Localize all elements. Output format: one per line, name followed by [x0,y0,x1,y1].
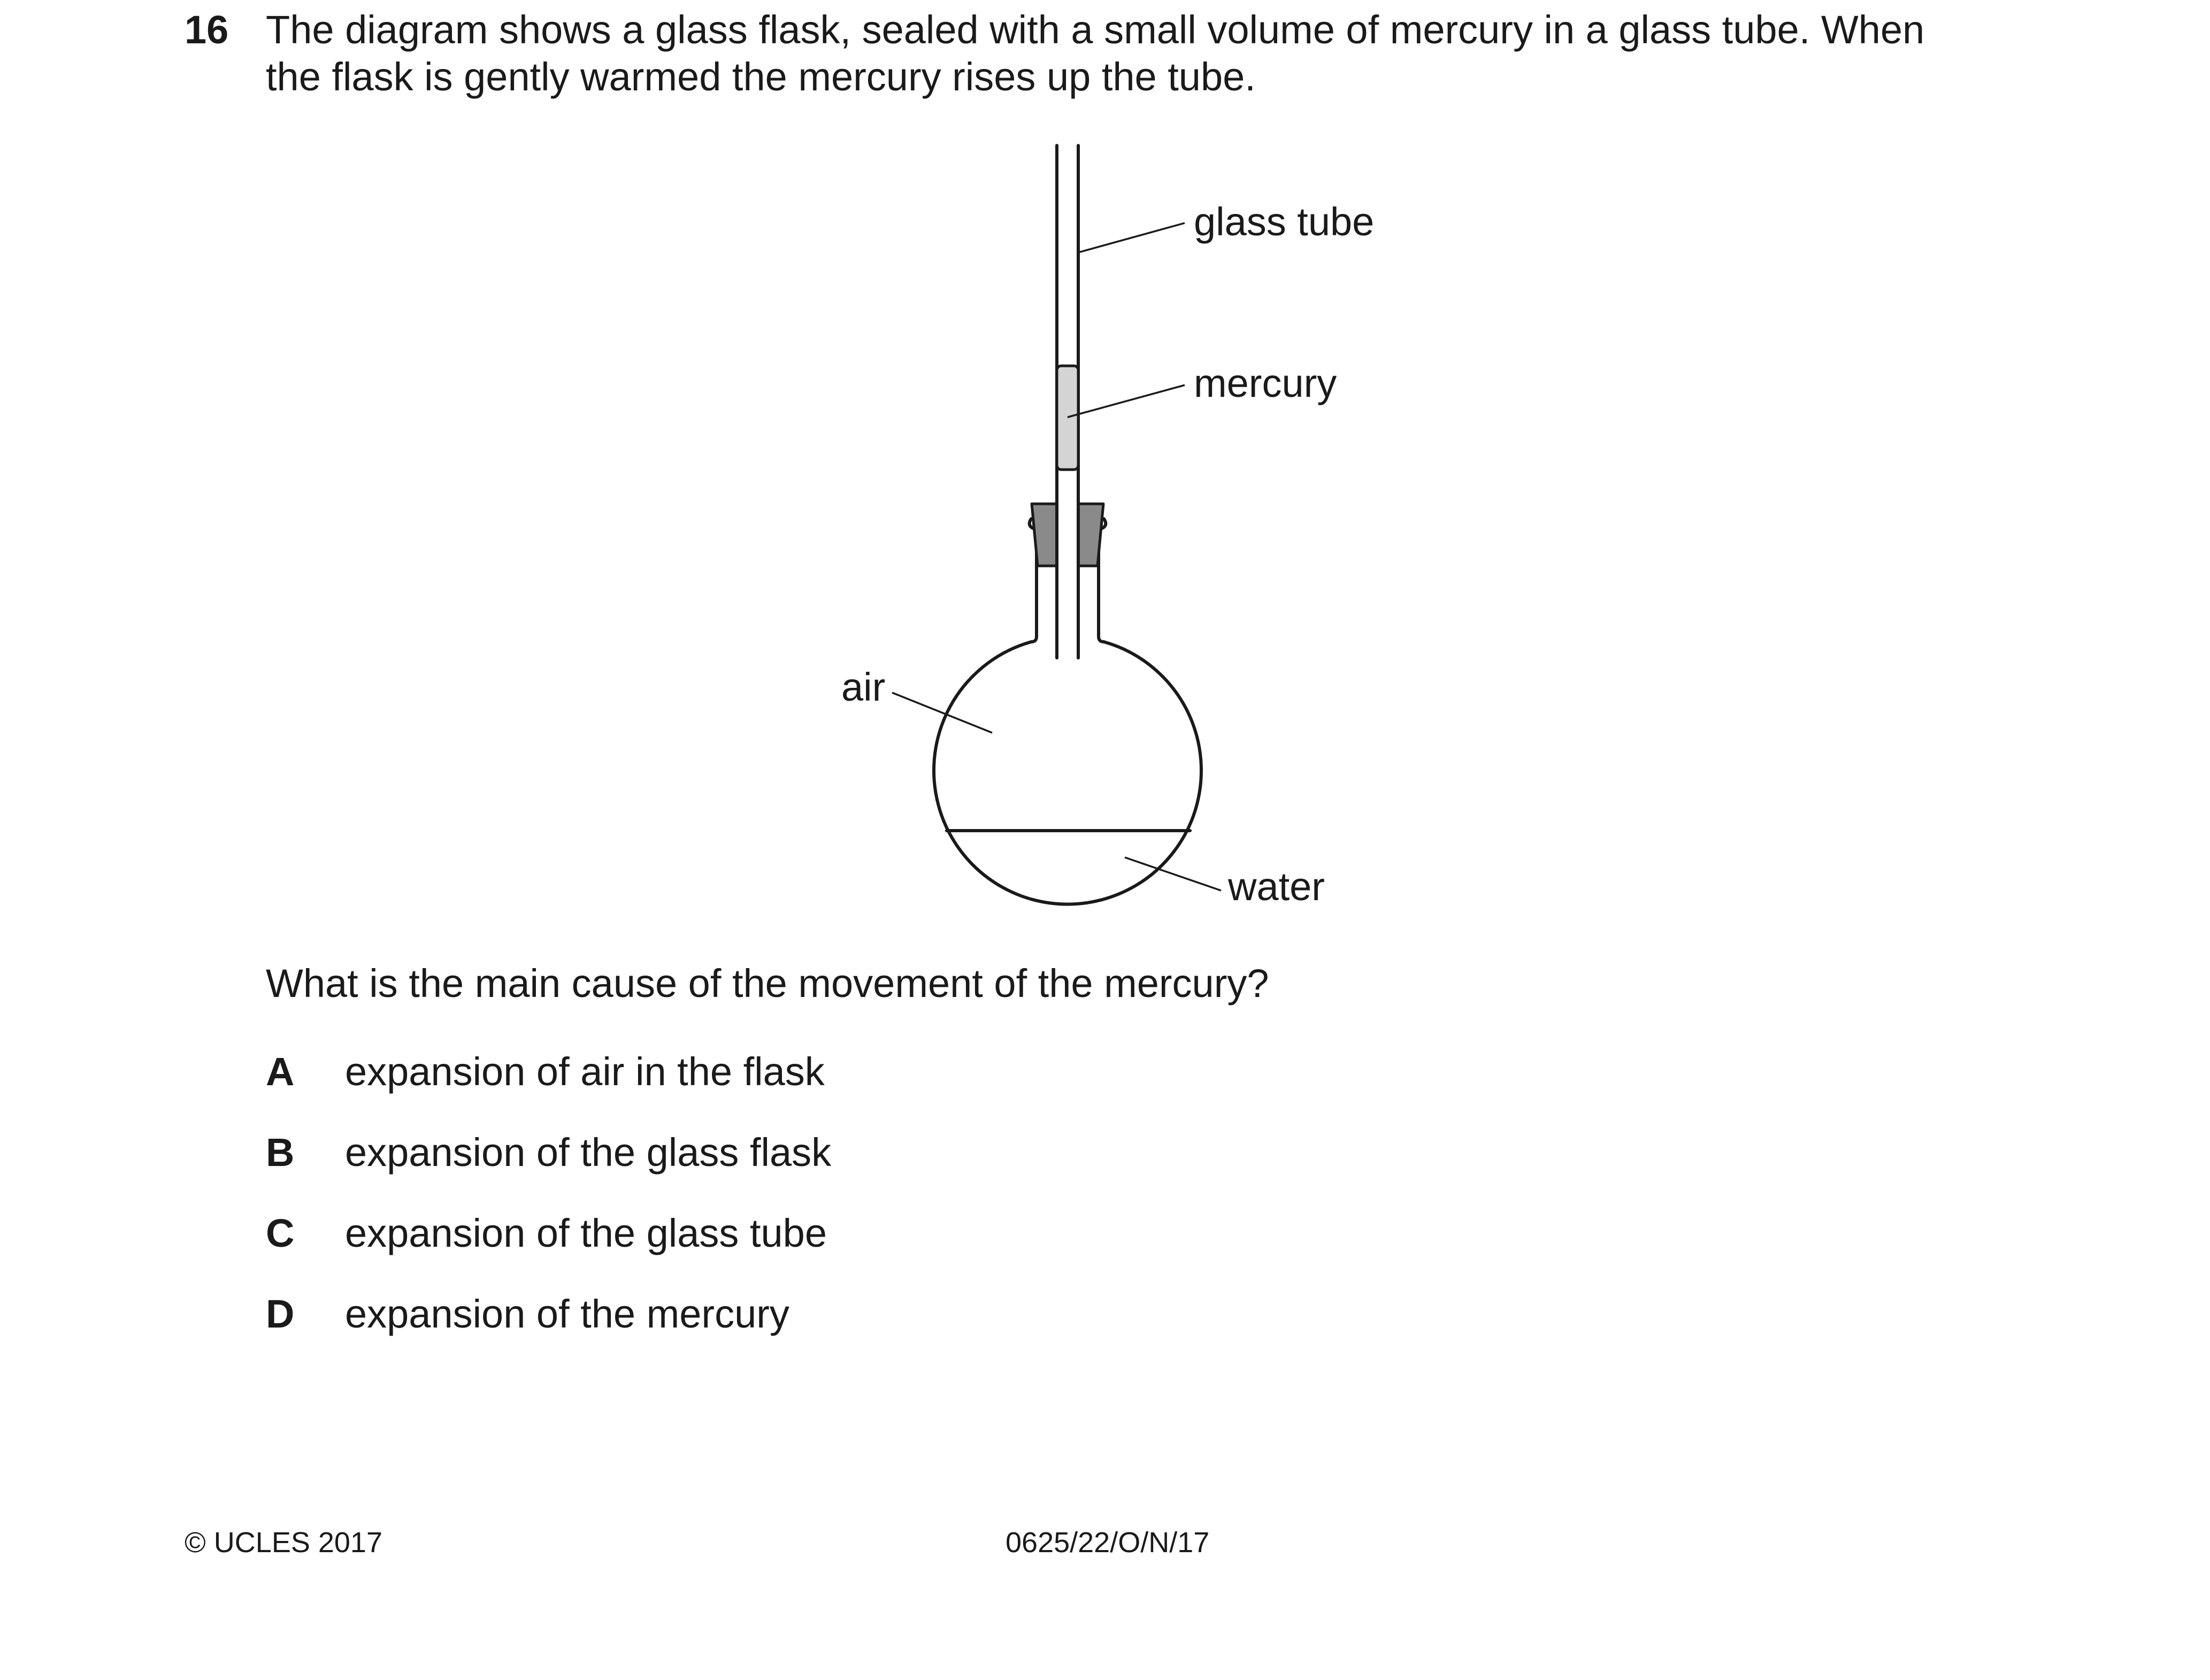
option-text: expansion of the mercury [345,1292,789,1336]
label-water: water [1227,864,1325,909]
footer-paper-code: 0625/22/O/N/17 [1006,1526,1210,1559]
option-text: expansion of the glass flask [345,1130,832,1175]
question-stem: The diagram shows a glass flask, sealed … [266,6,2047,101]
flask-diagram: glass tube mercury air water [841,144,1374,909]
mercury-leader [1067,384,1185,418]
stem-line-2: the flask is gently warmed the mercury r… [266,55,1256,99]
mercury-column [1055,364,1080,471]
label-glass-tube: glass tube [1194,200,1374,244]
question-number: 16 [185,7,229,52]
water-leader [1124,856,1222,892]
label-mercury: mercury [1194,361,1337,405]
option-letter: D [266,1292,295,1336]
option-text: expansion of the glass tube [345,1211,827,1255]
question-prompt: What is the main cause of the movement o… [266,961,1269,1006]
option-letter: A [266,1049,295,1094]
footer-copyright: © UCLES 2017 [185,1526,382,1559]
option-text: expansion of air in the flask [345,1049,825,1094]
flask-outline [932,521,1203,906]
air-leader [892,692,993,734]
option-letter: C [266,1211,295,1255]
glass-tube-leader [1078,222,1185,254]
stem-line-1: The diagram shows a glass flask, sealed … [266,7,1925,52]
option-letter: B [266,1130,295,1175]
label-air: air [841,665,885,709]
